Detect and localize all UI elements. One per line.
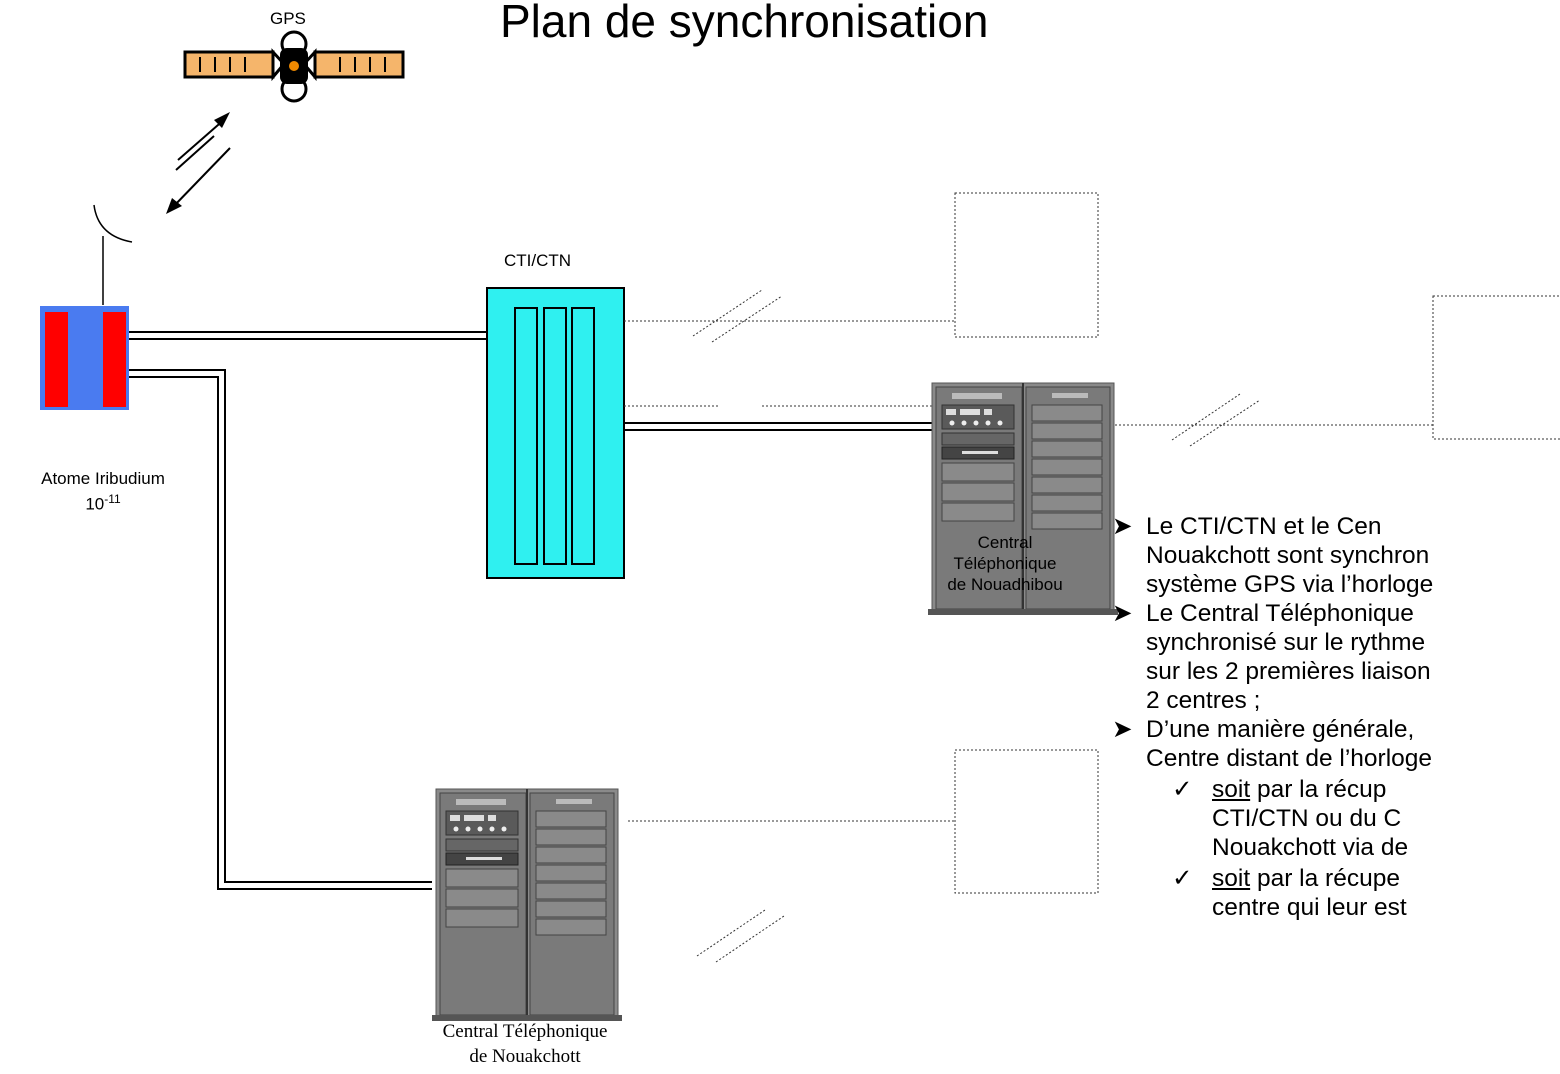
bullet-2-line-4: 2 centres ; [1146, 687, 1261, 714]
nouakchott-label-line2: de Nouakchott [469, 1046, 581, 1067]
atomic-clock-label: Atome Iribudium 10-11 [8, 468, 198, 515]
arrowhead-bullet-icon: ➤ [1112, 716, 1133, 743]
nouadhibou-exchange-label: Central Téléphonique de Nouadhibou [910, 532, 1100, 595]
sub-bullet-2-keyword: soit [1212, 865, 1251, 892]
atomic-clock-precision: 10-11 [85, 492, 121, 514]
antenna-dish-icon [93, 204, 133, 305]
bullet-item-3: ➤ D’une manière générale, Centre distant… [1112, 715, 1560, 773]
gps-link-arrows [166, 112, 231, 214]
nouadhibou-label-line2: Téléphonique [953, 554, 1057, 573]
check-mark-icon: ✓ [1172, 865, 1193, 892]
bullet-2-line-2: synchronisé sur le rythme [1146, 629, 1426, 656]
atomic-clock-name: Atome Iribudium [41, 469, 165, 488]
check-mark-icon: ✓ [1172, 776, 1193, 803]
nouakchott-exchange-cabinet [431, 788, 623, 1022]
bullet-item-2: ➤ Le Central Téléphonique synchronisé su… [1112, 599, 1560, 715]
bullet-2-line-1: Le Central Téléphonique [1146, 600, 1414, 627]
cti-ctn-label: CTI/CTN [504, 251, 572, 270]
notes-bullet-list: ➤ Le CTI/CTN et le Cen Nouakchott sont s… [1112, 512, 1560, 922]
bullet-2-line-3: sur les 2 premières liaison [1146, 658, 1431, 685]
double-line-links [129, 331, 932, 890]
bullet-1-line-2: Nouakchott sont synchron [1146, 542, 1430, 569]
sub-bullet-2-text: par la récupe [1250, 865, 1400, 892]
sub-bullet-item-1: ✓ soit par la récup CTI/CTN ou du C Noua… [1112, 775, 1560, 862]
gps-label: GPS [270, 9, 306, 28]
remote-centre-boxes [954, 192, 1560, 894]
page-title: Plan de synchronisation [500, 0, 989, 47]
sub-bullet-2-line-2: centre qui leur est [1212, 894, 1407, 921]
sub-bullet-2-line-1: soit par la récupe [1212, 864, 1560, 893]
nouadhibou-label-line3: de Nouadhibou [947, 575, 1063, 594]
cti-ctn-equipment [486, 287, 625, 579]
nouakchott-exchange-label: Central Téléphonique de Nouakchott [400, 1019, 650, 1069]
bullet-item-1: ➤ Le CTI/CTN et le Cen Nouakchott sont s… [1112, 512, 1560, 599]
satellite-icon [183, 30, 405, 103]
sub-bullet-1-line-2: CTI/CTN ou du C [1212, 805, 1402, 832]
sub-bullet-1-text: par la récup [1250, 776, 1387, 803]
bullet-3-line-2: Centre distant de l’horloge [1146, 745, 1433, 772]
dotted-links [624, 320, 1433, 822]
bullet-3-line-1: D’une manière générale, [1146, 716, 1415, 743]
sub-bullet-1-keyword: soit [1212, 776, 1251, 803]
nouadhibou-label-line1: Central [977, 533, 1033, 552]
link-break-symbols [692, 289, 1261, 963]
sub-bullet-item-2: ✓ soit par la récupe centre qui leur est [1112, 864, 1560, 922]
atomic-clock-icon [40, 306, 129, 410]
sub-bullet-1-line-1: soit par la récup [1212, 775, 1560, 804]
sub-bullet-1-line-3: Nouakchott via de [1212, 834, 1409, 861]
arrowhead-bullet-icon: ➤ [1112, 600, 1133, 627]
nouakchott-label-line1: Central Téléphonique [442, 1021, 608, 1042]
arrowhead-bullet-icon: ➤ [1112, 513, 1133, 540]
bullet-1-line-1: Le CTI/CTN et le Cen [1146, 513, 1382, 540]
bullet-1-line-3: système GPS via l’horloge [1146, 571, 1434, 598]
